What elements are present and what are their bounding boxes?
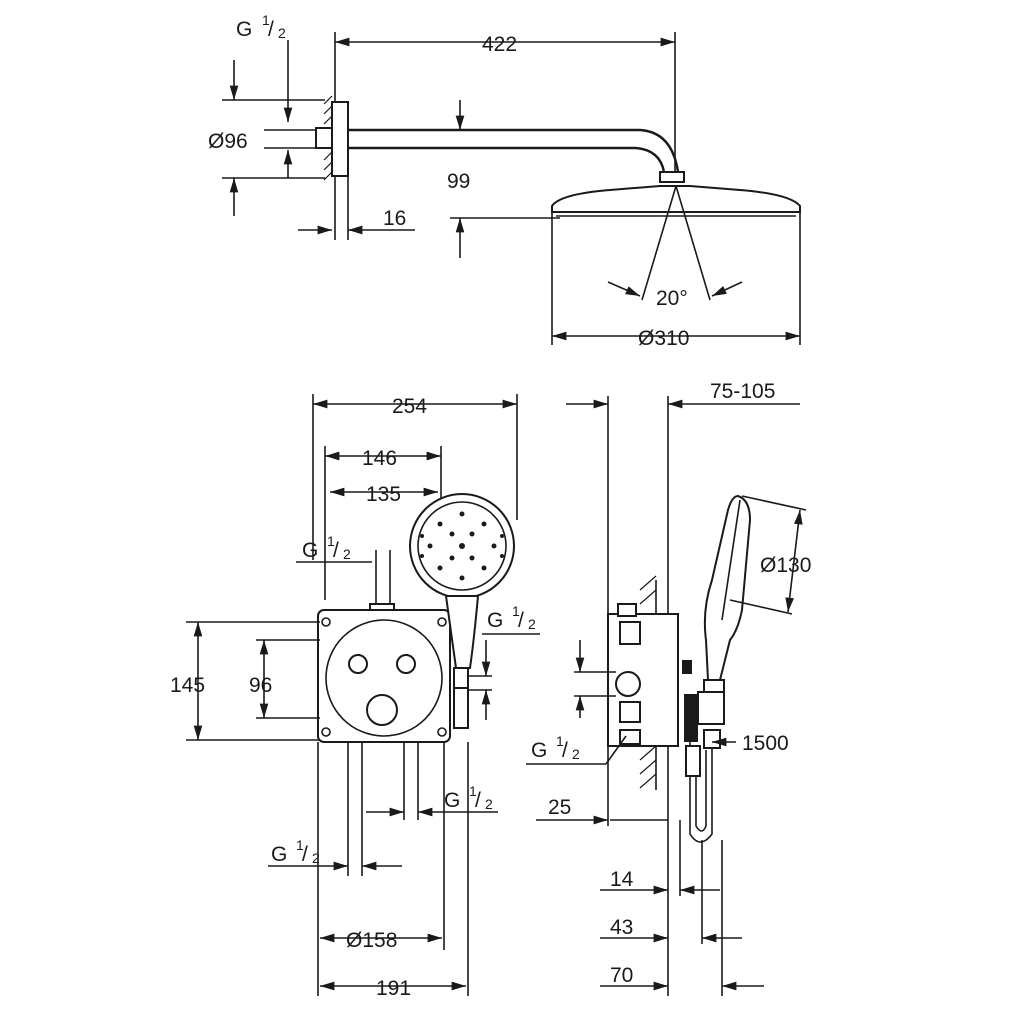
thread-label-bottom-right: G (444, 789, 460, 812)
head-shower (551, 185, 801, 213)
dim-145: 145 (170, 674, 205, 697)
thread-num: 1 (262, 12, 270, 28)
wall-plate (331, 101, 349, 177)
button-left (348, 654, 368, 674)
wall-connector (315, 127, 333, 149)
dim-99: 99 (447, 170, 470, 193)
dim-70: 70 (610, 964, 633, 987)
dim-146: 146 (362, 447, 397, 470)
dim-16: 16 (383, 207, 406, 230)
side-view: 75-105 G 1 / 2 (526, 380, 811, 996)
dim-43: 43 (610, 916, 633, 939)
wall-hatch (323, 95, 333, 181)
svg-text:2: 2 (485, 796, 493, 812)
thermostat-body (317, 609, 451, 743)
thread-label-bottom-left: G (271, 843, 287, 866)
dim-dia-158: Ø158 (346, 929, 397, 952)
dim-191: 191 (376, 977, 411, 1000)
thread-label-right: G (487, 609, 503, 632)
wall-hatch-side (639, 575, 657, 789)
hose (689, 742, 713, 843)
dim-dia-310: Ø310 (638, 327, 689, 350)
svg-text:1: 1 (296, 837, 304, 853)
svg-text:2: 2 (343, 546, 351, 562)
dim-254: 254 (392, 395, 427, 418)
svg-text:1: 1 (512, 603, 520, 619)
spray-dots (420, 511, 504, 581)
dim-96: 96 (249, 674, 272, 697)
hand-shower-handle (444, 595, 480, 669)
dim-dia-130: Ø130 (760, 554, 811, 577)
dim-14: 14 (610, 868, 634, 891)
svg-text:2: 2 (572, 746, 580, 762)
thread-den: 2 (278, 25, 286, 41)
thread-label-left-top: G (302, 539, 318, 562)
svg-text:/: / (562, 739, 568, 762)
svg-text:/: / (333, 539, 339, 562)
dim-75-105: 75-105 (710, 380, 775, 403)
shower-arm-top (348, 128, 680, 173)
dim-1500: 1500 (742, 732, 789, 755)
wall-holder (697, 691, 725, 725)
svg-text:/: / (475, 789, 481, 812)
temperature-knob (366, 694, 398, 726)
thread-label-side: G (531, 739, 547, 762)
svg-text:2: 2 (528, 616, 536, 632)
svg-text:/: / (268, 18, 274, 41)
dim-422: 422 (482, 33, 517, 56)
button-right (396, 654, 416, 674)
svg-text:1: 1 (469, 783, 477, 799)
dim-angle-20: 20° (656, 287, 688, 310)
shower-arm-bottom (348, 146, 666, 173)
dim-135: 135 (366, 483, 401, 506)
trim-ring (325, 619, 443, 737)
svg-text:/: / (302, 843, 308, 866)
dim-25: 25 (548, 796, 571, 819)
arm-nut (659, 171, 685, 183)
svg-text:1: 1 (327, 533, 335, 549)
top-view: 422 G 1 / 2 Ø96 (208, 12, 801, 350)
svg-text:/: / (518, 609, 524, 632)
front-view: 254 146 135 G 1 / 2 (170, 394, 540, 1000)
svg-text:1: 1 (556, 733, 564, 749)
dim-dia-96: Ø96 (208, 130, 248, 153)
hose-connector (684, 694, 698, 742)
svg-text:2: 2 (312, 850, 320, 866)
thread-label: G (236, 18, 252, 41)
